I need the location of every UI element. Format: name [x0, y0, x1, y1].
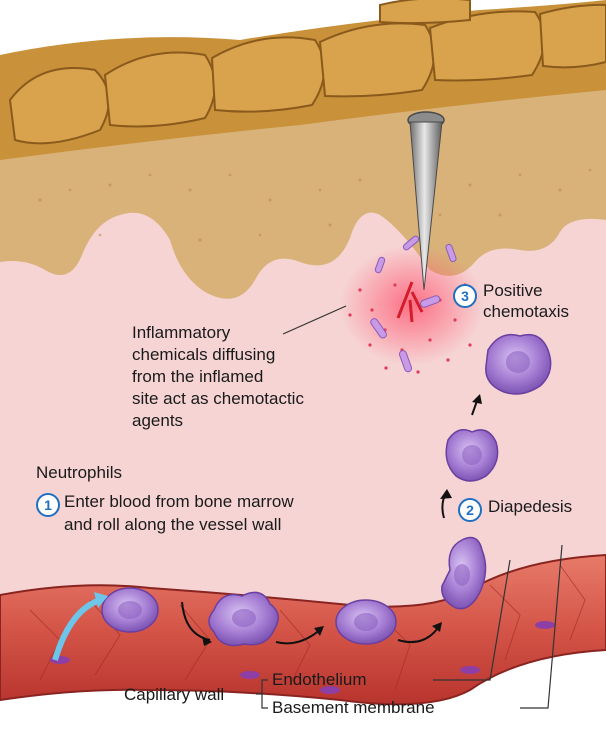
step-1-line-2: and roll along the vessel wall — [64, 514, 281, 536]
step-3-number: 3 — [453, 284, 477, 308]
neutrophils-label: Neutrophils — [36, 462, 122, 484]
positive-label: Positive — [483, 280, 543, 302]
step-1-line-1: Enter blood from bone marrow — [64, 491, 294, 513]
step-1-number: 1 — [36, 493, 60, 517]
inflammatory-line-1: Inflammatory — [132, 322, 230, 344]
endothelium-label: Endothelium — [272, 669, 367, 691]
step-2-number: 2 — [458, 498, 482, 522]
inflammatory-line-2: chemicals diffusing — [132, 344, 275, 366]
diapedesis-label: Diapedesis — [488, 496, 572, 518]
inflammatory-line-5: agents — [132, 410, 183, 432]
capillary-wall-label: Capillary wall — [124, 684, 224, 706]
inflammatory-line-4: site act as chemotactic — [132, 388, 304, 410]
inflammatory-line-3: from the inflamed — [132, 366, 263, 388]
chemotaxis-label: chemotaxis — [483, 301, 569, 323]
basement-membrane-label: Basement membrane — [272, 697, 435, 719]
